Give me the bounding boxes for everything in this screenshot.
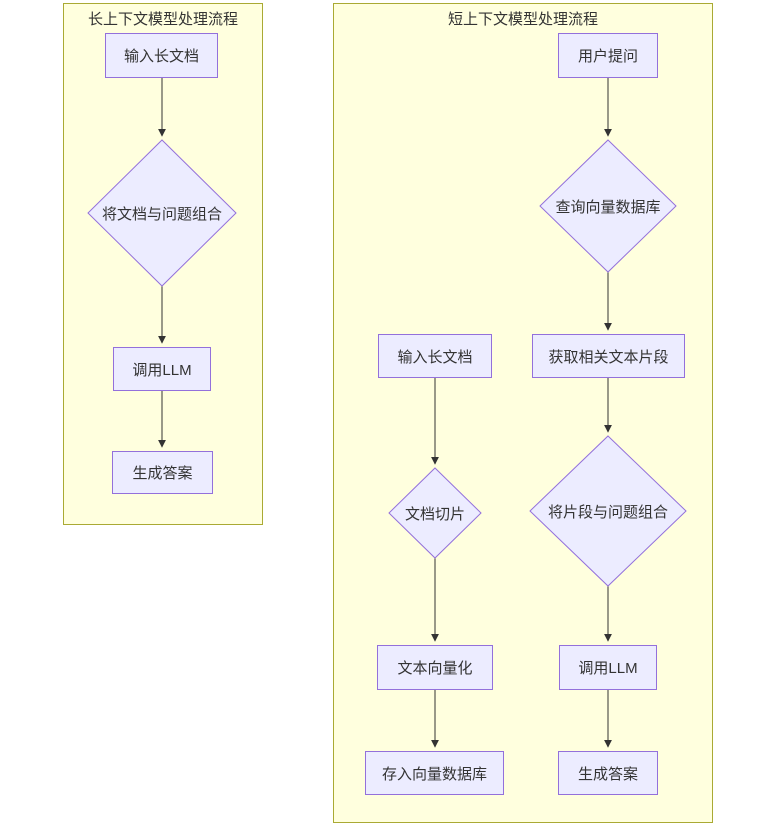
- node-user-question: 用户提问: [558, 33, 658, 78]
- diamond-shape-slice-doc: [388, 467, 482, 559]
- node-generate-answer-short: 生成答案: [558, 751, 658, 795]
- node-get-fragments: 获取相关文本片段: [532, 334, 685, 378]
- diamond-shape-query-vector-db: [539, 139, 677, 273]
- diamond-shape-combine-fragments-question: [529, 435, 687, 587]
- subgraph-title-long-context: 长上下文模型处理流程: [87, 11, 238, 28]
- node-generate-answer-long: 生成答案: [112, 451, 213, 494]
- diamond-shape-combine-doc-question: [87, 139, 237, 287]
- subgraph-title-short-context: 短上下文模型处理流程: [447, 11, 598, 28]
- node-store-vector-db: 存入向量数据库: [365, 751, 504, 795]
- node-input-long-doc: 输入长文档: [105, 33, 218, 78]
- node-input-long-doc-short: 输入长文档: [378, 334, 492, 378]
- node-vectorize-text: 文本向量化: [377, 645, 493, 690]
- node-call-llm-long: 调用LLM: [113, 347, 211, 391]
- node-call-llm-short: 调用LLM: [559, 645, 657, 690]
